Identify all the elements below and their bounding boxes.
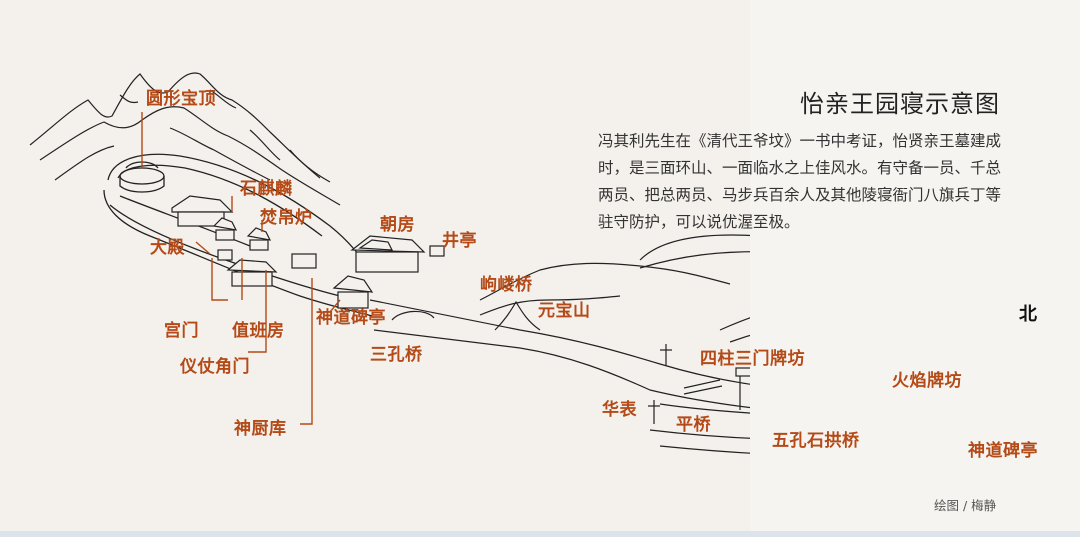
description-text: 冯其利先生在《清代王爷坟》一书中考证，怡贤亲王墓建成时，是三面环山、一面临水之上…: [598, 132, 1002, 231]
label-court-rooms: 朝房: [380, 215, 415, 235]
label-flat-bridge: 平桥: [676, 415, 711, 435]
label-flame-archway: 火焰牌坊: [892, 371, 962, 391]
label-five-arch-bridge: 五孔石拱桥: [772, 431, 860, 451]
label-round-mound: 圆形宝顶: [146, 89, 216, 109]
label-furnace: 焚帛炉: [260, 208, 313, 228]
label-sacrifice-kitchen: 神厨库: [234, 419, 287, 439]
label-duty-room: 值班房: [232, 321, 285, 341]
label-main-hall: 大殿: [150, 238, 185, 258]
label-goulou-bridge: 岣嵝桥: [480, 275, 533, 295]
label-stone-qilin: 石麒麟: [240, 179, 293, 199]
label-huabiao: 华表: [602, 400, 637, 420]
text-panel-background: [750, 0, 1080, 537]
page-title: 怡亲王园寝示意图: [800, 90, 1000, 118]
label-stele-pavilion-1: 神道碑亭: [316, 308, 386, 328]
label-three-arch-bridge: 三孔桥: [370, 345, 423, 365]
label-stele-pavilion-2: 神道碑亭: [968, 441, 1038, 461]
label-palace-gate: 宫门: [164, 321, 199, 341]
leader-lines: [141, 112, 341, 425]
label-well-pavilion: 井亭: [442, 231, 477, 251]
label-honor-guard-gate: 仪仗角门: [180, 357, 250, 377]
tomb-platform: [103, 153, 373, 317]
illustration-credit: 绘图 / 梅静: [934, 498, 997, 513]
label-four-pillar-archway: 四柱三门牌坊: [700, 349, 805, 369]
bottom-strip: [0, 531, 1080, 537]
label-yuanbao-mountain: 元宝山: [538, 301, 591, 321]
north-marker: 北: [1019, 304, 1037, 325]
